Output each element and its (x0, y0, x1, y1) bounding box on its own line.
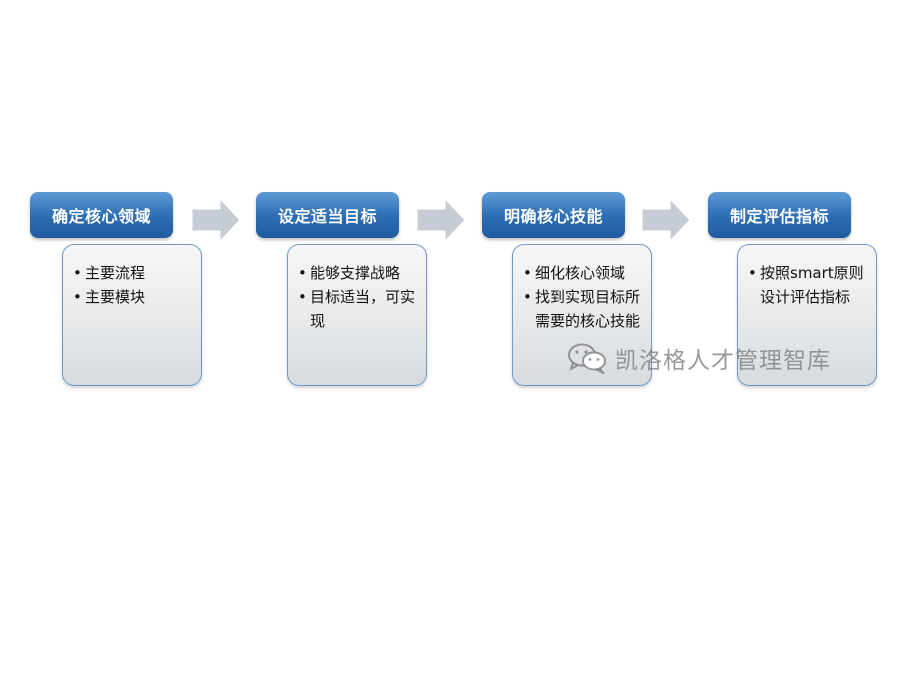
arrow-right-icon-3 (641, 197, 691, 243)
step-2-detail-box: 能够支撑战略 目标适当，可实现 (287, 244, 427, 386)
step-4-detail-box: 按照smart原则设计评估指标 (737, 244, 877, 386)
step-1-bullet-1: 主要流程 (73, 261, 193, 285)
step-4-header: 制定评估指标 (708, 192, 851, 238)
step-2-header: 设定适当目标 (256, 192, 399, 238)
step-3-bullets: 细化核心领域 找到实现目标所需要的核心技能 (523, 261, 643, 333)
step-3-header: 明确核心技能 (482, 192, 625, 238)
step-3-bullet-2: 找到实现目标所需要的核心技能 (523, 285, 643, 333)
step-1-bullet-2: 主要模块 (73, 285, 193, 309)
wechat-icon (568, 343, 606, 374)
arrow-right-icon-2 (416, 197, 466, 243)
step-2-bullet-1: 能够支撑战略 (298, 261, 418, 285)
step-4-bullet-1: 按照smart原则设计评估指标 (748, 261, 868, 309)
step-3-bullet-1: 细化核心领域 (523, 261, 643, 285)
step-2-bullets: 能够支撑战略 目标适当，可实现 (298, 261, 418, 333)
step-1-bullets: 主要流程 主要模块 (73, 261, 193, 309)
arrow-right-icon-1 (191, 197, 241, 243)
step-4-bullets: 按照smart原则设计评估指标 (748, 261, 868, 309)
step-1-detail-box: 主要流程 主要模块 (62, 244, 202, 386)
step-3-detail-box: 细化核心领域 找到实现目标所需要的核心技能 (512, 244, 652, 386)
watermark-text: 凯洛格人才管理智库 (615, 348, 831, 374)
watermark: 凯洛格人才管理智库 (567, 340, 831, 376)
step-2-bullet-2: 目标适当，可实现 (298, 285, 418, 333)
step-1-header: 确定核心领域 (30, 192, 173, 238)
